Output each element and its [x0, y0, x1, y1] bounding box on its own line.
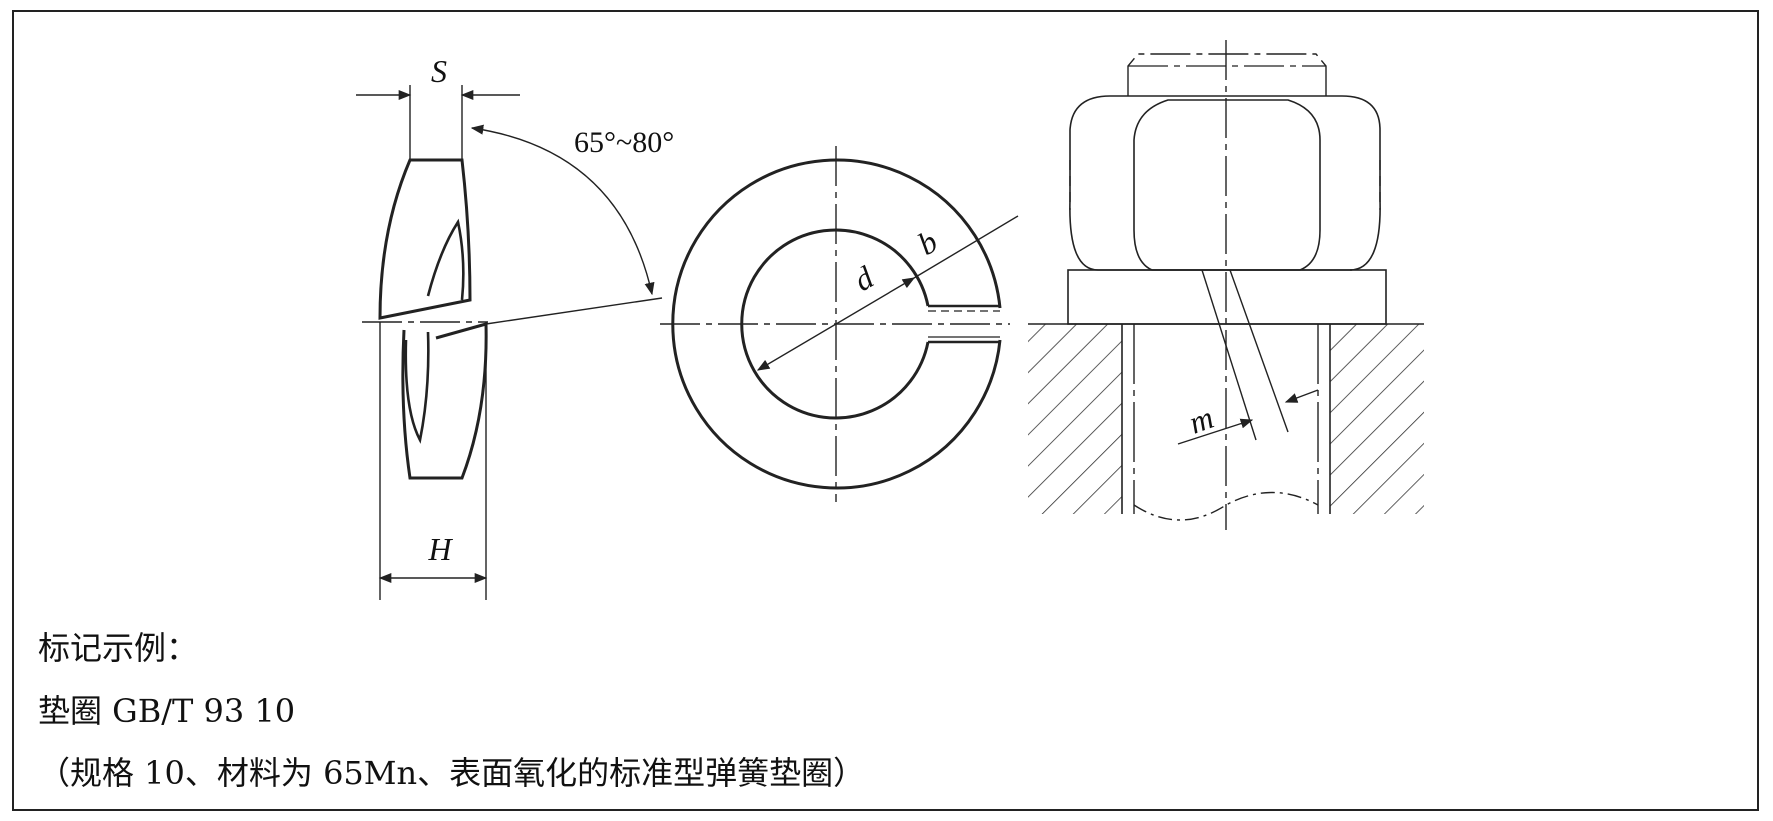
marking-example-code: 垫圈 GB/T 93 10: [38, 692, 296, 730]
angle-range-label: 65°~80°: [574, 126, 674, 159]
figure-frame: [12, 10, 1759, 811]
marking-example-heading: 标记示例：: [38, 629, 199, 667]
m-dimension-label: m: [1184, 399, 1218, 441]
d-dimension-label: d: [848, 258, 881, 298]
washer-front-view: [660, 146, 1019, 502]
b-dimension-label: b: [912, 223, 944, 262]
assembly-view: [1028, 40, 1424, 530]
marking-example-explanation: （规格 10、材料为 65Mn、表面氧化的标准型弹簧垫圈）: [38, 754, 866, 792]
h-dimension-label: H: [427, 531, 453, 567]
s-dimension-label: S: [431, 53, 447, 89]
washer-side-view: [356, 85, 663, 600]
